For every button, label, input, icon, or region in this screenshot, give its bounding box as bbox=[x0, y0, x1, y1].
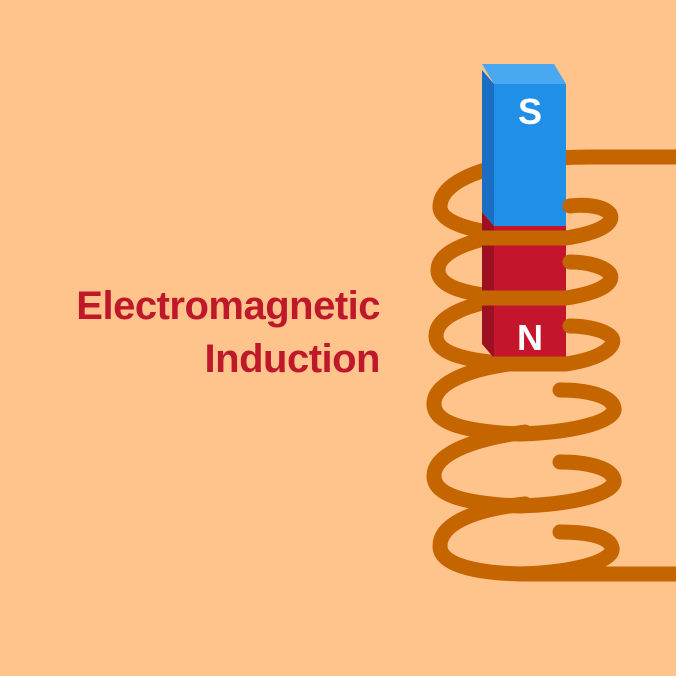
title-line-2: Induction bbox=[204, 337, 381, 381]
north-pole-label: N bbox=[517, 317, 543, 358]
coil-loop-1-front bbox=[470, 197, 619, 246]
title-line-1: Electromagnetic bbox=[76, 284, 380, 328]
coil-loop-4-front bbox=[512, 382, 622, 442]
south-pole-top bbox=[482, 64, 566, 84]
south-pole-side bbox=[482, 70, 494, 226]
north-pole-side bbox=[482, 212, 494, 358]
page-title: Electromagnetic Induction bbox=[76, 280, 380, 386]
south-pole-face bbox=[494, 84, 566, 226]
coil-loop-5-front bbox=[512, 454, 622, 514]
coil-loop-3-front bbox=[470, 318, 621, 372]
coil-loop-6-front bbox=[512, 524, 620, 582]
coil-loop-4-back bbox=[426, 354, 533, 442]
coil-loop-5-back bbox=[426, 424, 533, 514]
coil-loop-6-back bbox=[432, 496, 676, 582]
bar-magnet: S N bbox=[482, 64, 566, 358]
coil-front bbox=[470, 197, 622, 582]
coil-loop-2-front bbox=[470, 254, 619, 306]
south-pole-label: S bbox=[518, 91, 542, 132]
